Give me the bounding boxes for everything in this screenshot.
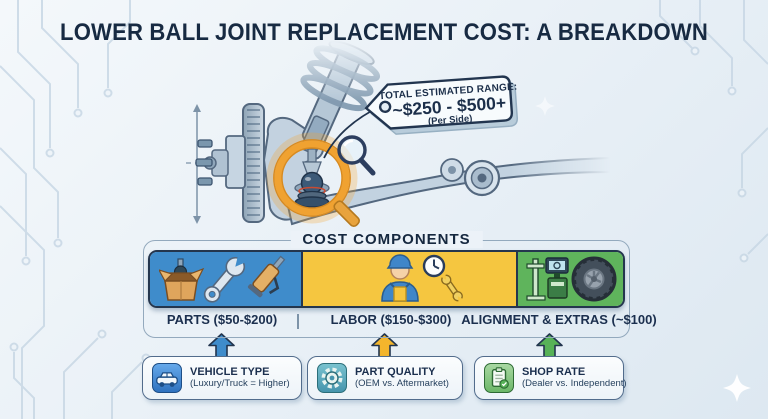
cost-components-heading: COST COMPONENTS: [290, 231, 483, 248]
parts-icons: [159, 255, 286, 303]
parts-label: PARTS ($50-$200): [166, 312, 278, 327]
grease-gun-icon: [248, 255, 286, 298]
factor-subtitle: (Luxury/Truck = Higher): [190, 377, 290, 389]
page-title: LOWER BALL JOINT REPLACEMENT COST: A BRE…: [60, 19, 708, 46]
car-icon: [152, 363, 182, 393]
wheel-studs: [195, 139, 213, 186]
magnifier-icon: [337, 135, 376, 176]
gear-icon: [317, 363, 347, 393]
clock-icon: [422, 254, 445, 278]
factor-subtitle: (Dealer vs. Independent): [522, 377, 627, 389]
factor-title: VEHICLE TYPE: [190, 366, 270, 379]
mechanic-icon: [380, 254, 419, 302]
parts-box-icon: [159, 258, 205, 301]
labor-icons: [380, 254, 464, 303]
lower-control-arm: [286, 156, 611, 226]
brake-rotor: [195, 103, 265, 223]
label-divider: [297, 314, 299, 329]
factor-subtitle: (OEM vs. Aftermarket): [355, 377, 449, 389]
sparkle-icon: [535, 96, 751, 402]
tire-icon: [571, 256, 617, 302]
ball-joint: [294, 142, 330, 208]
cost-bar-segment-labor: [300, 252, 517, 306]
cost-bar-labels: PARTS ($50-$200) LABOR ($150-$300) ALIGN…: [144, 312, 657, 334]
control-arm-bushing: [463, 159, 501, 197]
labor-label: LABOR ($150-$300): [330, 312, 452, 327]
tag-per-side: (Per Side): [428, 113, 473, 127]
cost-bar-segment-alignment: [516, 252, 623, 306]
alignment-label: ALIGNMENT & EXTRAS (~$100): [461, 312, 657, 327]
highlight-magnifier-icon: [266, 132, 360, 227]
factor-part-quality: PART QUALITY (OEM vs. Aftermarket): [307, 356, 463, 400]
factor-shop-rate: SHOP RATE (Dealer vs. Independent): [474, 356, 627, 400]
coil-spring: [300, 45, 381, 112]
cost-components-frame: COST COMPONENTS: [143, 231, 657, 338]
factor-title: PART QUALITY: [355, 366, 436, 379]
alignment-icons: [525, 256, 617, 302]
tag-eyelet: [378, 100, 392, 114]
clipboard-check-icon: [484, 363, 514, 393]
wrench-icon: [204, 255, 249, 303]
alignment-machine-icon: [525, 257, 569, 301]
price-tag: TOTAL ESTIMATED RANGE: ~$250 - $500+ (Pe…: [364, 75, 518, 135]
factor-vehicle-type: VEHICLE TYPE (Luxury/Truck = Higher): [142, 356, 302, 400]
factor-title: SHOP RATE: [522, 366, 586, 379]
cost-bar-segment-parts: [150, 252, 301, 306]
small-wrench-icon: [439, 273, 464, 303]
cost-bar: [148, 250, 625, 308]
